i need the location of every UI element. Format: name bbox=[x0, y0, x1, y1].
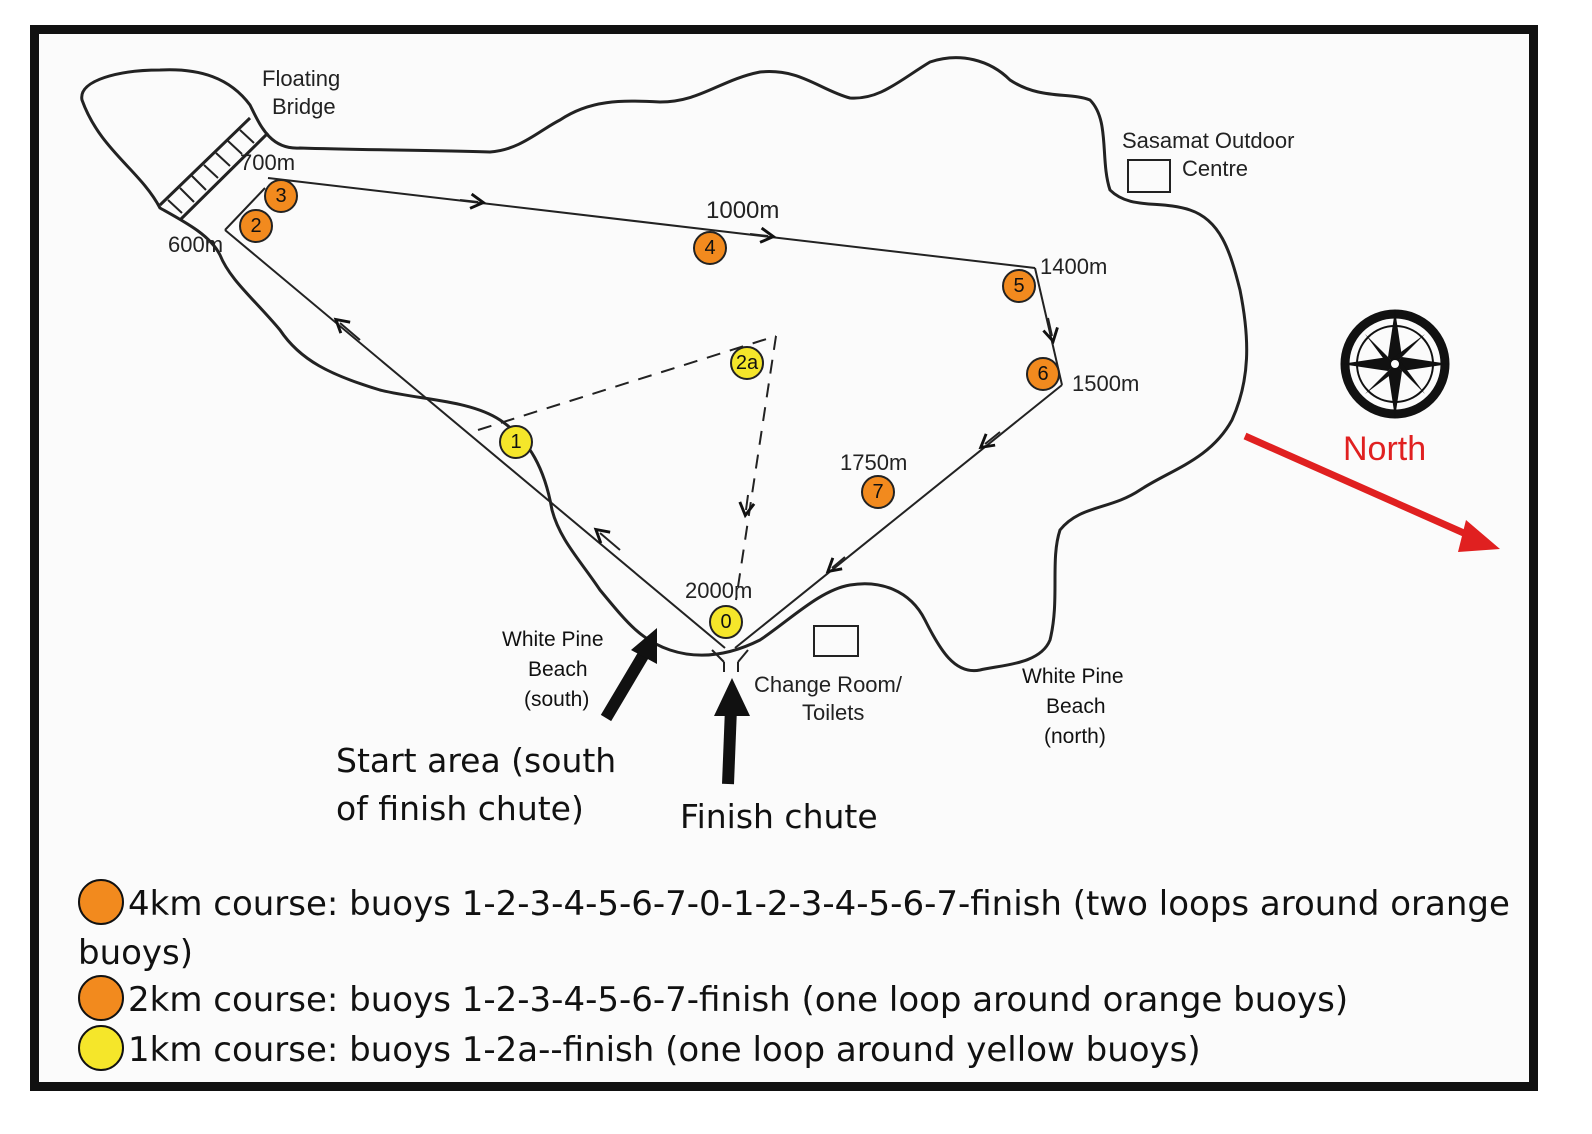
distance-1750m: 1750m bbox=[840, 450, 907, 475]
sasamat-label: Sasamat Outdoor bbox=[1122, 128, 1294, 153]
distance-2000m: 2000m bbox=[685, 578, 752, 603]
svg-text:3: 3 bbox=[275, 185, 286, 207]
orange-course-route bbox=[224, 177, 1063, 649]
buoy-2a: 2a bbox=[730, 346, 764, 380]
legend-item-1km: 1km course: buoys 1-2a--finish (one loop… bbox=[78, 1024, 1518, 1075]
distance-700m: 700m bbox=[240, 150, 295, 175]
yellow-buoy-icon bbox=[78, 1024, 124, 1071]
finish-chute-funnel bbox=[711, 649, 749, 672]
floating-bridge-label: Bridge bbox=[272, 94, 336, 119]
floating-bridge-label: Floating bbox=[262, 66, 340, 91]
wpb-south-label: White Pine bbox=[502, 628, 604, 651]
svg-text:5: 5 bbox=[1013, 275, 1024, 297]
wpb-north-label: (north) bbox=[1044, 725, 1106, 748]
sasamat-building bbox=[1127, 159, 1171, 193]
distance-1000m: 1000m bbox=[706, 197, 779, 224]
svg-text:7: 7 bbox=[872, 481, 883, 503]
change-room-building bbox=[813, 625, 859, 657]
start-area-label: of finish chute) bbox=[336, 789, 584, 828]
orange-buoy-icon bbox=[78, 974, 124, 1021]
legend-item-4km: 4km course: buoys 1-2-3-4-5-6-7-0-1-2-3-… bbox=[78, 878, 1518, 977]
distance-600m: 600m bbox=[168, 232, 223, 257]
wpb-north-label: Beach bbox=[1046, 695, 1106, 718]
legend-text: 4km course: buoys 1-2-3-4-5-6-7-0-1-2-3-… bbox=[78, 884, 1510, 973]
legend-text: 2km course: buoys 1-2-3-4-5-6-7-finish (… bbox=[128, 980, 1349, 1020]
buoys: 0 1 2a 2 3 4 5 6 7 bbox=[239, 179, 1060, 639]
svg-text:2: 2 bbox=[250, 215, 261, 237]
wpb-south-label: (south) bbox=[524, 688, 589, 711]
floating-bridge bbox=[158, 116, 270, 222]
north-label: North bbox=[1343, 430, 1426, 468]
change-room-label: Change Room/ bbox=[754, 672, 903, 697]
svg-text:2a: 2a bbox=[736, 352, 759, 374]
buoy-6: 6 bbox=[1026, 357, 1060, 391]
finish-chute-label: Finish chute bbox=[680, 797, 878, 836]
north-arrow-icon bbox=[1243, 432, 1500, 552]
change-room-label: Toilets bbox=[802, 700, 864, 725]
buoy-1: 1 bbox=[499, 425, 533, 459]
buoy-4: 4 bbox=[693, 231, 727, 265]
lake-shoreline bbox=[80, 56, 1249, 673]
wpb-south-label: Beach bbox=[528, 658, 588, 681]
start-area-arrow bbox=[600, 628, 657, 722]
start-area-label: Start area (south bbox=[336, 741, 616, 780]
legend-text: 1km course: buoys 1-2a--finish (one loop… bbox=[128, 1030, 1201, 1070]
yellow-course-route bbox=[477, 335, 777, 601]
sasamat-label: Centre bbox=[1182, 156, 1248, 181]
yellow-course-arrow bbox=[738, 494, 756, 519]
distance-1500m: 1500m bbox=[1072, 371, 1139, 396]
svg-text:4: 4 bbox=[704, 237, 715, 259]
legend-item-2km: 2km course: buoys 1-2-3-4-5-6-7-finish (… bbox=[78, 974, 1518, 1025]
distance-1400m: 1400m bbox=[1040, 254, 1107, 279]
finish-chute-arrow bbox=[714, 678, 750, 785]
compass-rose-icon bbox=[1340, 309, 1450, 419]
orange-buoy-icon bbox=[78, 878, 124, 925]
svg-text:6: 6 bbox=[1037, 363, 1048, 385]
buoy-3: 3 bbox=[264, 179, 298, 213]
buoy-0: 0 bbox=[709, 605, 743, 639]
svg-text:0: 0 bbox=[720, 611, 731, 633]
wpb-north-label: White Pine bbox=[1022, 665, 1124, 688]
buoy-5: 5 bbox=[1002, 269, 1036, 303]
buoy-2: 2 bbox=[239, 209, 273, 243]
buoy-7: 7 bbox=[861, 475, 895, 509]
svg-text:1: 1 bbox=[510, 431, 521, 453]
